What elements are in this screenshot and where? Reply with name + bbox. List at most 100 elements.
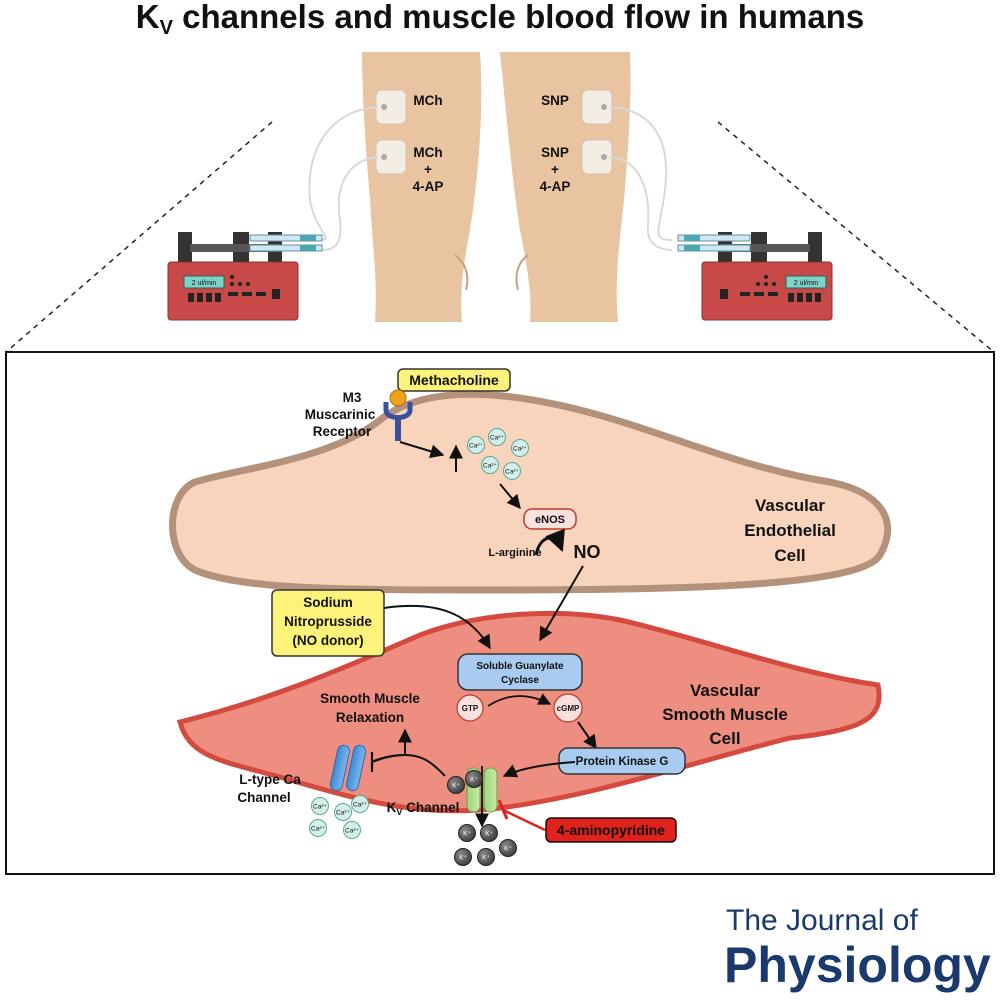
receptor-arrow xyxy=(399,441,445,459)
svg-text:Ca²⁺: Ca²⁺ xyxy=(505,469,519,476)
4ap-inhibition-line xyxy=(502,808,546,832)
potassium-ion: K⁺ xyxy=(458,824,476,842)
label-mch-4ap-2: + xyxy=(424,162,432,177)
enos-conversion-arrow xyxy=(534,528,565,556)
probe-pads xyxy=(375,89,613,175)
snp-box xyxy=(271,589,385,657)
right-pump-display: 2 ul/min xyxy=(794,280,819,287)
journal-name-line1: The Journal of xyxy=(726,904,918,937)
calcium-ion: Ca²⁺ xyxy=(334,803,352,821)
svg-text:K⁺: K⁺ xyxy=(463,831,471,838)
no-to-sgc-arrow xyxy=(539,565,584,642)
receptor-label-1: M3 xyxy=(343,390,362,405)
relaxation-label-2: Relaxation xyxy=(336,710,404,725)
calcium-ion: Ca²⁺ xyxy=(503,462,521,480)
svg-text:Ca²⁺: Ca²⁺ xyxy=(353,802,367,809)
snp-to-sgc-arrow xyxy=(383,604,491,650)
calcium-ion: Ca²⁺ xyxy=(343,821,361,839)
svg-text:Ca²⁺: Ca²⁺ xyxy=(483,463,497,470)
svg-text:Ca²⁺: Ca²⁺ xyxy=(313,804,327,811)
endothelial-label-2: Endothelial xyxy=(744,521,836,540)
4ap-inhibition-bar xyxy=(497,799,509,820)
label-snp-4ap-2: + xyxy=(551,162,559,177)
pkg-to-kv-arrow xyxy=(502,761,576,778)
gtp-label: GTP xyxy=(462,704,479,713)
cgmp-icon xyxy=(553,693,583,723)
svg-text:K⁺: K⁺ xyxy=(485,831,493,838)
endothelial-label-3: Cell xyxy=(774,546,805,565)
smooth-cell-label-1: Vascular xyxy=(690,681,760,700)
svg-text:K⁺: K⁺ xyxy=(504,846,512,853)
potassium-ion: K⁺ xyxy=(499,839,517,857)
kv-channel-label: KV Channel xyxy=(387,800,460,817)
label-mch-4ap-3: 4-AP xyxy=(413,179,444,194)
calcium-ion: Ca²⁺ xyxy=(351,795,369,813)
gtp-icon xyxy=(456,694,484,722)
snp-label-2: Nitroprusside xyxy=(284,614,372,629)
cgmp-to-pkg-arrow xyxy=(577,721,597,750)
calcium-to-enos-arrow xyxy=(499,483,521,510)
snp-label-3: (NO donor) xyxy=(292,633,363,648)
ltype-label-1: L-type Ca xyxy=(239,772,301,787)
calcium-ion: Ca²⁺ xyxy=(309,819,327,837)
potassium-ion: K⁺ xyxy=(477,848,495,866)
enos-label: eNOS xyxy=(535,514,565,526)
calcium-ion: Ca²⁺ xyxy=(311,797,329,815)
endothelial-label-1: Vascular xyxy=(755,496,825,515)
sgc-label-1: Soluble Guanylate xyxy=(476,661,564,672)
methacholine-label: Methacholine xyxy=(409,372,499,388)
ltype-channel-icon xyxy=(329,744,367,792)
zoom-lines xyxy=(5,121,995,353)
svg-text:Ca²⁺: Ca²⁺ xyxy=(513,446,527,453)
ltype-calcium-ions: Ca²⁺Ca²⁺Ca²⁺Ca²⁺Ca²⁺ xyxy=(309,795,369,839)
svg-text:Ca²⁺: Ca²⁺ xyxy=(311,826,325,833)
svg-text:Ca²⁺: Ca²⁺ xyxy=(490,435,504,442)
snp-label-1: Sodium xyxy=(303,595,353,610)
m3-receptor-icon xyxy=(383,389,413,441)
svg-text:K⁺: K⁺ xyxy=(459,855,467,862)
label-snp-4ap-3: 4-AP xyxy=(540,179,571,194)
pkg-label: Protein Kinase G xyxy=(576,756,669,768)
aminopyridine-label: 4-aminopyridine xyxy=(557,822,665,838)
calcium-ion: Ca²⁺ xyxy=(481,456,499,474)
sgc-box xyxy=(457,653,583,691)
gtp-to-cgmp-arrow xyxy=(487,693,552,707)
calcium-ion: Ca²⁺ xyxy=(467,436,485,454)
calcium-ion: Ca²⁺ xyxy=(511,439,529,457)
svg-text:K⁺: K⁺ xyxy=(482,855,490,862)
svg-text:Ca²⁺: Ca²⁺ xyxy=(336,810,350,817)
potassium-ion: K⁺ xyxy=(480,824,498,842)
svg-text:K⁺: K⁺ xyxy=(470,777,478,784)
endothelial-calcium-ions: Ca²⁺ Ca²⁺ Ca²⁺ Ca²⁺ Ca²⁺ xyxy=(467,428,529,480)
larginine-label: L-arginine xyxy=(488,547,541,559)
svg-text:Ca²⁺: Ca²⁺ xyxy=(345,828,359,835)
left-pump-display: 2 ul/min xyxy=(192,280,217,287)
figure-title: KV channels and muscle blood flow in hum… xyxy=(136,0,864,39)
potassium-ions: K⁺ K⁺ K⁺ K⁺ K⁺ K⁺ K⁺ xyxy=(447,770,517,866)
smooth-cell-label-3: Cell xyxy=(709,729,740,748)
right-syringe-pump: 2 ul/min xyxy=(677,232,833,321)
tubing xyxy=(308,106,673,251)
left-syringe-pump: 2 ul/min xyxy=(167,232,323,321)
label-mch: MCh xyxy=(413,93,442,108)
svg-text:Ca²⁺: Ca²⁺ xyxy=(469,443,483,450)
calcium-ion: Ca²⁺ xyxy=(488,428,506,446)
sgc-label-2: Cyclase xyxy=(501,675,539,686)
label-snp-4ap-1: SNP xyxy=(541,145,569,160)
svg-text:K⁺: K⁺ xyxy=(452,783,460,790)
ltype-label-2: Channel xyxy=(237,790,290,805)
potassium-ion: K⁺ xyxy=(454,848,472,866)
potassium-ion: K⁺ xyxy=(465,770,483,788)
aminopyridine-box xyxy=(545,817,677,843)
cgmp-label: cGMP xyxy=(557,704,580,713)
receptor-label-2: Muscarinic xyxy=(305,407,376,422)
receptor-label-3: Receptor xyxy=(313,424,372,439)
pkg-box xyxy=(558,747,686,775)
potassium-ion: K⁺ xyxy=(447,776,465,794)
journal-name-line2: Physiology xyxy=(724,937,991,993)
methacholine-box xyxy=(397,368,511,392)
ltype-inhibition-line xyxy=(371,754,406,763)
label-snp: SNP xyxy=(541,93,569,108)
label-mch-4ap-1: MCh xyxy=(413,145,442,160)
